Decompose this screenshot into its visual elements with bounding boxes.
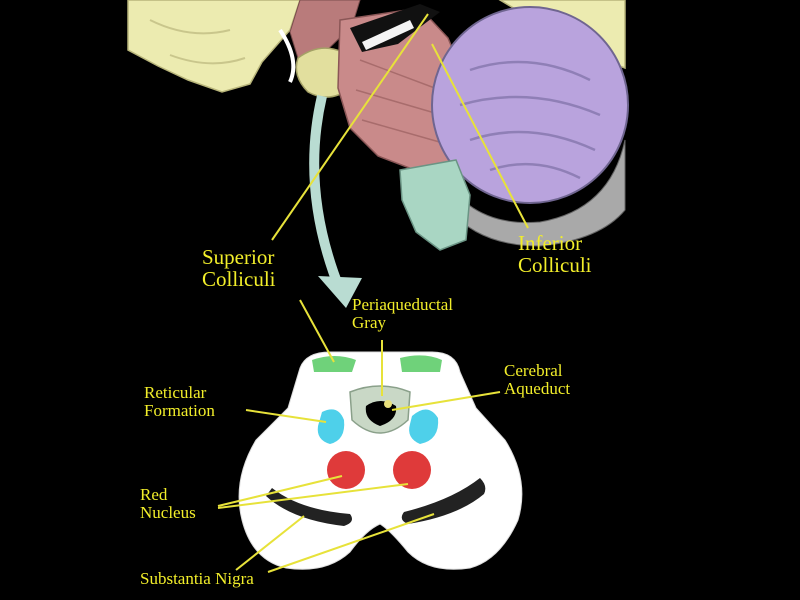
reticular-formation-label-line1: Reticular (144, 383, 207, 402)
superior-colliculus-left (312, 356, 356, 372)
section-outline (238, 351, 523, 570)
periaqueductal-gray-label: Periaqueductal Gray (352, 296, 453, 332)
red-nucleus-label-line2: Nucleus (140, 502, 196, 522)
section-arrow (309, 94, 345, 292)
reticular-formation-right (409, 409, 439, 444)
red-nucleus-left (327, 451, 365, 489)
substantia-nigra-label-line1: Substantia Nigra (140, 569, 254, 588)
reticular-formation-left (317, 409, 345, 444)
sagittal-brain-illustration (127, 0, 629, 251)
substantia-nigra-left (266, 488, 352, 526)
leader-red-nucleus-left (217, 475, 343, 507)
superior-colliculi-label-line1: Superior (202, 245, 275, 269)
aqueduct-highlight (384, 400, 392, 408)
medulla-region (399, 159, 471, 251)
reticular-formation-label: Reticular Formation (144, 384, 215, 420)
cerebral-aqueduct-label-line2: Aqueduct (504, 378, 571, 398)
leader-cerebral-aqueduct (391, 391, 501, 411)
leader-red-nucleus-right (217, 483, 409, 509)
cerebrum-region (127, 0, 301, 93)
leader-lines (217, 13, 529, 573)
pons-stalk (362, 20, 414, 50)
leader-substantia-nigra-left (235, 515, 305, 571)
substantia-nigra-right (401, 478, 486, 524)
red-nucleus-label: Red Nucleus (140, 486, 196, 522)
leader-substantia-nigra-right (267, 513, 435, 573)
cerebellum-outer-rim (439, 139, 626, 247)
red-nucleus-right (393, 451, 431, 489)
cerebrum-fold (149, 19, 246, 65)
inferior-colliculi-label-line1: Inferior (518, 231, 583, 255)
superior-colliculus-right (400, 355, 442, 372)
superior-colliculi-label: Superior Colliculi (202, 246, 276, 290)
periaqueductal-gray-label-line1: Periaqueductal (352, 295, 454, 314)
reticular-formation-label-line2: Formation (144, 400, 215, 420)
inferior-colliculi-label-line2: Colliculi (518, 253, 592, 278)
leader-reticular-formation (245, 409, 327, 423)
periaqueductal-gray-label-line2: Gray (352, 312, 386, 332)
leader-superior-colliculi-lower (299, 299, 335, 363)
superior-colliculi-label-line2: Colliculi (202, 267, 276, 292)
leader-inferior-colliculi (431, 43, 529, 229)
midbrain-cross-section (238, 351, 523, 570)
section-arrow-head (318, 276, 362, 308)
red-nucleus-label-line1: Red (140, 485, 168, 504)
leader-superior-colliculi-upper (271, 13, 429, 241)
cerebral-aqueduct-label: Cerebral Aqueduct (504, 362, 570, 398)
inferior-colliculi-label: Inferior Colliculi (518, 232, 592, 276)
substantia-nigra-label: Substantia Nigra (140, 570, 254, 588)
cerebrum-stalk (278, 28, 296, 83)
cerebellum-folia (459, 60, 601, 180)
cerebral-aqueduct-label-line1: Cerebral (504, 361, 563, 380)
cerebellum-region (431, 6, 629, 204)
